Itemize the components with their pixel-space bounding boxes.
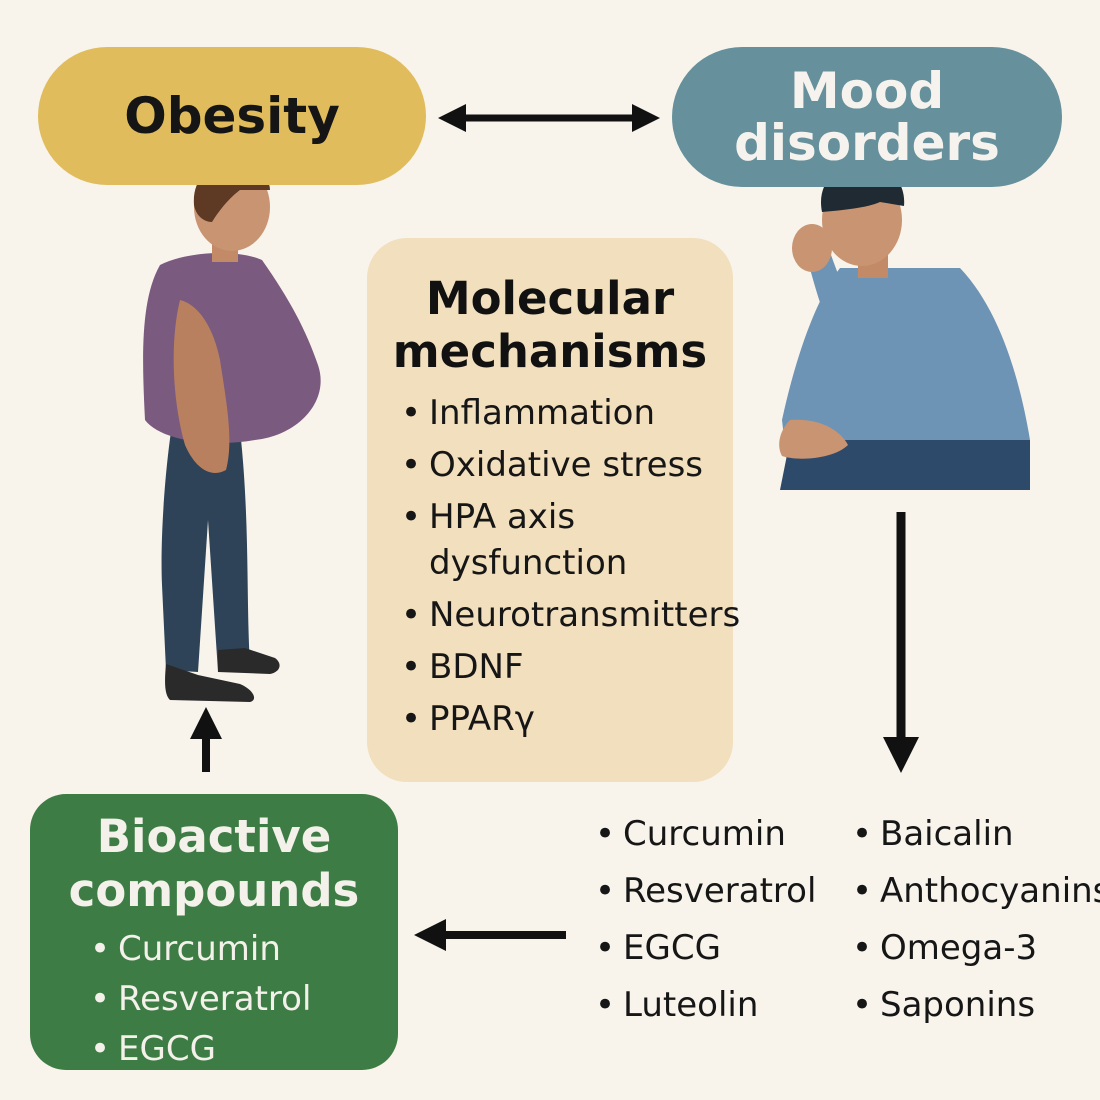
- overweight-person-icon: [143, 163, 321, 702]
- bioactive-list: Curcumin Resveratrol EGCG: [30, 924, 398, 1074]
- molecular-mechanisms-node: Molecular mechanisms Inflammation Oxidat…: [367, 238, 740, 782]
- mood-disorders-node: Mood disorders: [672, 47, 1062, 187]
- mechanism-item: PPARγ: [401, 696, 733, 742]
- mechanism-item: HPA axis dysfunction: [401, 494, 629, 586]
- mechanisms-title-line2: mechanisms: [392, 325, 708, 379]
- mechanisms-title: Molecular mechanisms: [367, 272, 733, 378]
- mechanism-item: Inflammation: [401, 390, 733, 436]
- compound-item: Omega-3: [852, 920, 1100, 977]
- mechanism-item: BDNF: [401, 644, 733, 690]
- mechanism-item: Neurotransmitters: [401, 592, 740, 638]
- mechanisms-title-line1: Molecular: [425, 272, 675, 325]
- compounds-list-left: Curcumin Resveratrol EGCG Luteolin: [595, 806, 816, 1034]
- obesity-label: Obesity: [124, 86, 340, 145]
- compound-item: Saponins: [852, 977, 1100, 1034]
- mechanisms-list: Inflammation Oxidative stress HPA axis d…: [367, 390, 740, 742]
- compound-item: Luteolin: [595, 977, 816, 1034]
- compound-item: Baicalin: [852, 806, 1100, 863]
- mechanism-item: Oxidative stress: [401, 442, 733, 488]
- obesity-node: Obesity: [38, 47, 426, 185]
- compound-item: EGCG: [595, 920, 816, 977]
- bioactive-item: Resveratrol: [90, 974, 398, 1024]
- compounds-list-right: Baicalin Anthocyanins Omega-3 Saponins: [852, 806, 1100, 1034]
- compound-item: Curcumin: [595, 806, 816, 863]
- bioactive-compounds-node: Bioactive compounds Curcumin Resveratrol…: [30, 794, 398, 1074]
- compound-item: Anthocyanins: [852, 863, 1100, 920]
- bioactive-title-line1: Bioactive: [96, 810, 332, 863]
- mood-label-line1: Mood: [789, 61, 945, 120]
- distressed-person-icon: [779, 163, 1030, 490]
- mood-label-line2: disorders: [734, 114, 1000, 172]
- compound-item: Resveratrol: [595, 863, 816, 920]
- bioactive-item: EGCG: [90, 1024, 398, 1074]
- bioactive-title: Bioactive compounds: [30, 810, 398, 918]
- bioactive-item: Curcumin: [90, 924, 398, 974]
- bioactive-title-line2: compounds: [68, 864, 360, 917]
